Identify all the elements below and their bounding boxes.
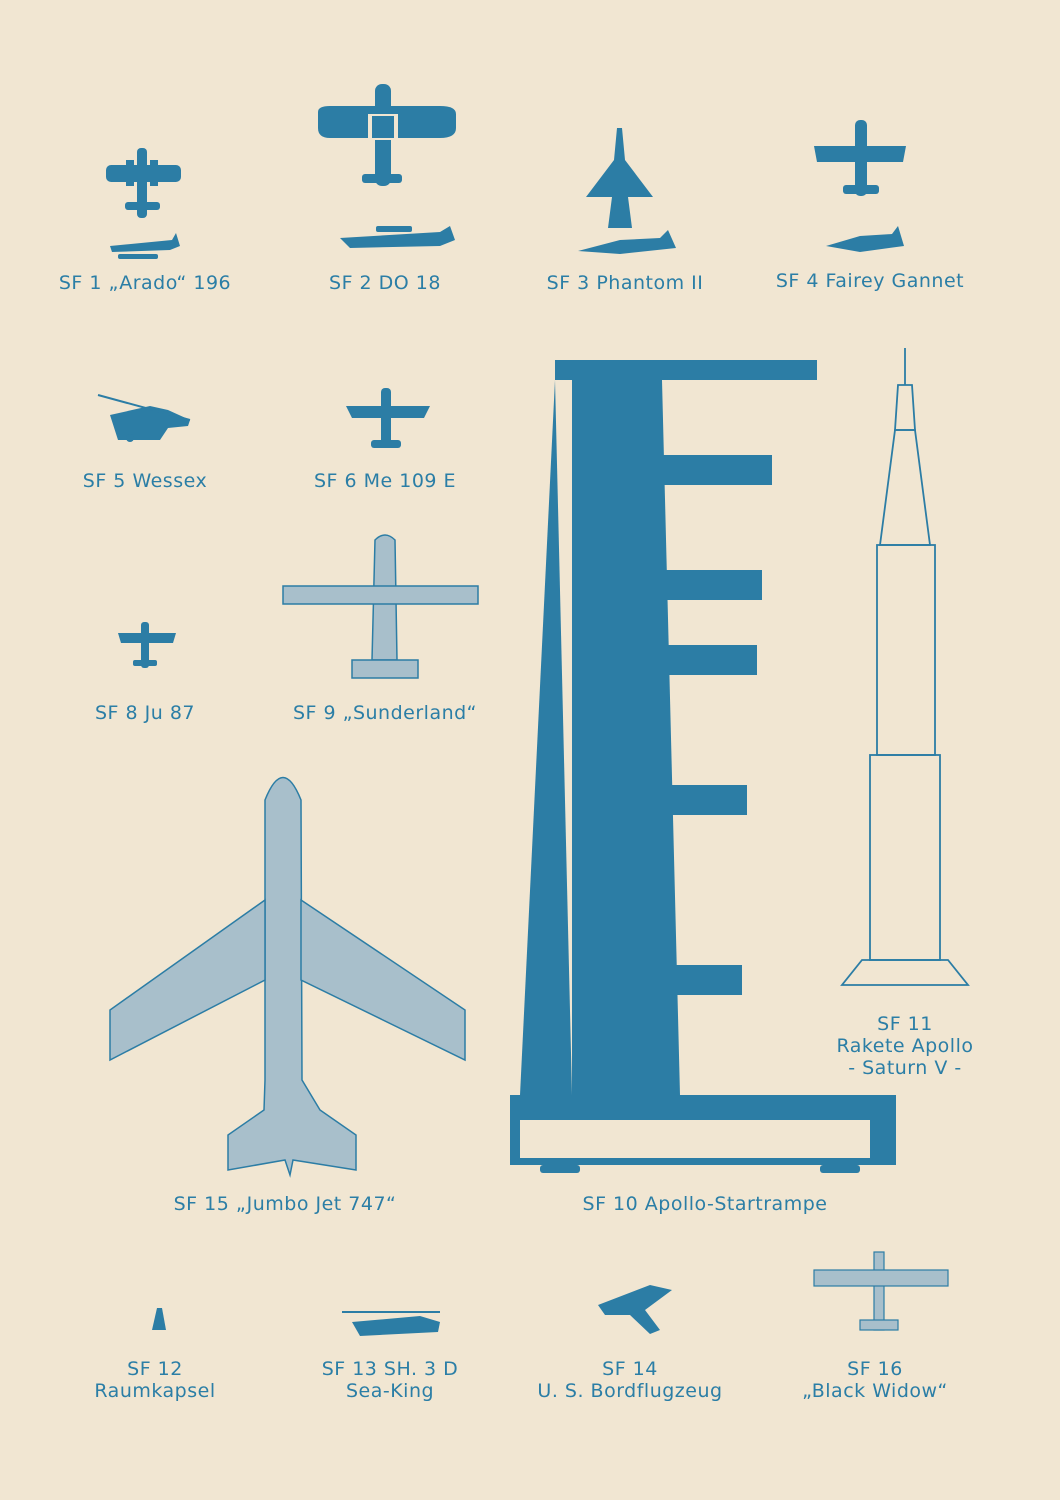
- sf2-do18-sideview: [340, 226, 455, 248]
- sf6-me109-topview: [346, 388, 430, 448]
- sf13-label: SF 13 SH. 3 D Sea-King: [300, 1358, 480, 1402]
- sf1-label: SF 1 „Arado“ 196: [58, 272, 232, 294]
- sf2-label: SF 2 DO 18: [329, 272, 441, 294]
- sf11-label-line3: - Saturn V -: [848, 1057, 962, 1079]
- sf2-do18-topview: [318, 84, 456, 186]
- sf6-label: SF 6 Me 109 E: [313, 470, 457, 492]
- sf8-ju87-topview: [118, 622, 176, 668]
- sf1-arado-topview: [106, 148, 181, 218]
- sf11-saturn-v-rocket: [840, 348, 970, 986]
- sf13-label-line2: Sea-King: [345, 1380, 435, 1402]
- sf16-black-widow-topview: [813, 1251, 949, 1331]
- sf9-sunderland-topview: [282, 534, 479, 679]
- sf14-label-line2: U. S. Bordflugzeug: [537, 1380, 723, 1402]
- sf15-jumbo-jet-topview: [109, 777, 466, 1178]
- sf13-sea-king-helicopter: [342, 1311, 440, 1336]
- sf16-label: SF 16 „Black Widow“: [790, 1358, 960, 1402]
- sf12-label: SF 12 Raumkapsel: [70, 1358, 240, 1402]
- sf14-label: SF 14 U. S. Bordflugzeug: [525, 1358, 735, 1402]
- sf11-label: SF 11 Rakete Apollo - Saturn V -: [810, 1013, 1000, 1079]
- sf14-label-line1: SF 14: [602, 1358, 658, 1380]
- sf12-space-capsule: [152, 1308, 166, 1330]
- sf12-label-line2: Raumkapsel: [94, 1380, 216, 1402]
- sf16-label-line1: SF 16: [847, 1358, 903, 1380]
- sf3-label: SF 3 Phantom II: [546, 272, 704, 294]
- sf5-wessex-helicopter: [97, 394, 191, 442]
- sf5-label: SF 5 Wessex: [82, 470, 208, 492]
- sf10-label: SF 10 Apollo-Startrampe: [582, 1193, 828, 1215]
- sf13-label-line1: SF 13 SH. 3 D: [321, 1358, 459, 1380]
- sf11-label-line2: Rakete Apollo: [836, 1035, 974, 1057]
- sf1-arado-sideview: [110, 233, 180, 259]
- sf14-carrier-aircraft: [598, 1285, 672, 1334]
- sf3-phantom-sideview: [578, 230, 676, 254]
- sf15-label: SF 15 „Jumbo Jet 747“: [173, 1193, 397, 1215]
- sf4-gannet-sideview: [826, 226, 904, 252]
- sf8-label: SF 8 Ju 87: [94, 702, 196, 724]
- sf4-gannet-topview: [814, 120, 906, 196]
- sf16-label-line2: „Black Widow“: [802, 1380, 948, 1402]
- sf9-label: SF 9 „Sunderland“: [292, 702, 478, 724]
- sf4-label: SF 4 Fairey Gannet: [775, 270, 965, 292]
- sf10-apollo-launch-tower: [510, 360, 896, 1173]
- sf11-label-line1: SF 11: [877, 1013, 933, 1035]
- sf3-phantom-topview: [586, 128, 653, 228]
- sf12-label-line1: SF 12: [127, 1358, 183, 1380]
